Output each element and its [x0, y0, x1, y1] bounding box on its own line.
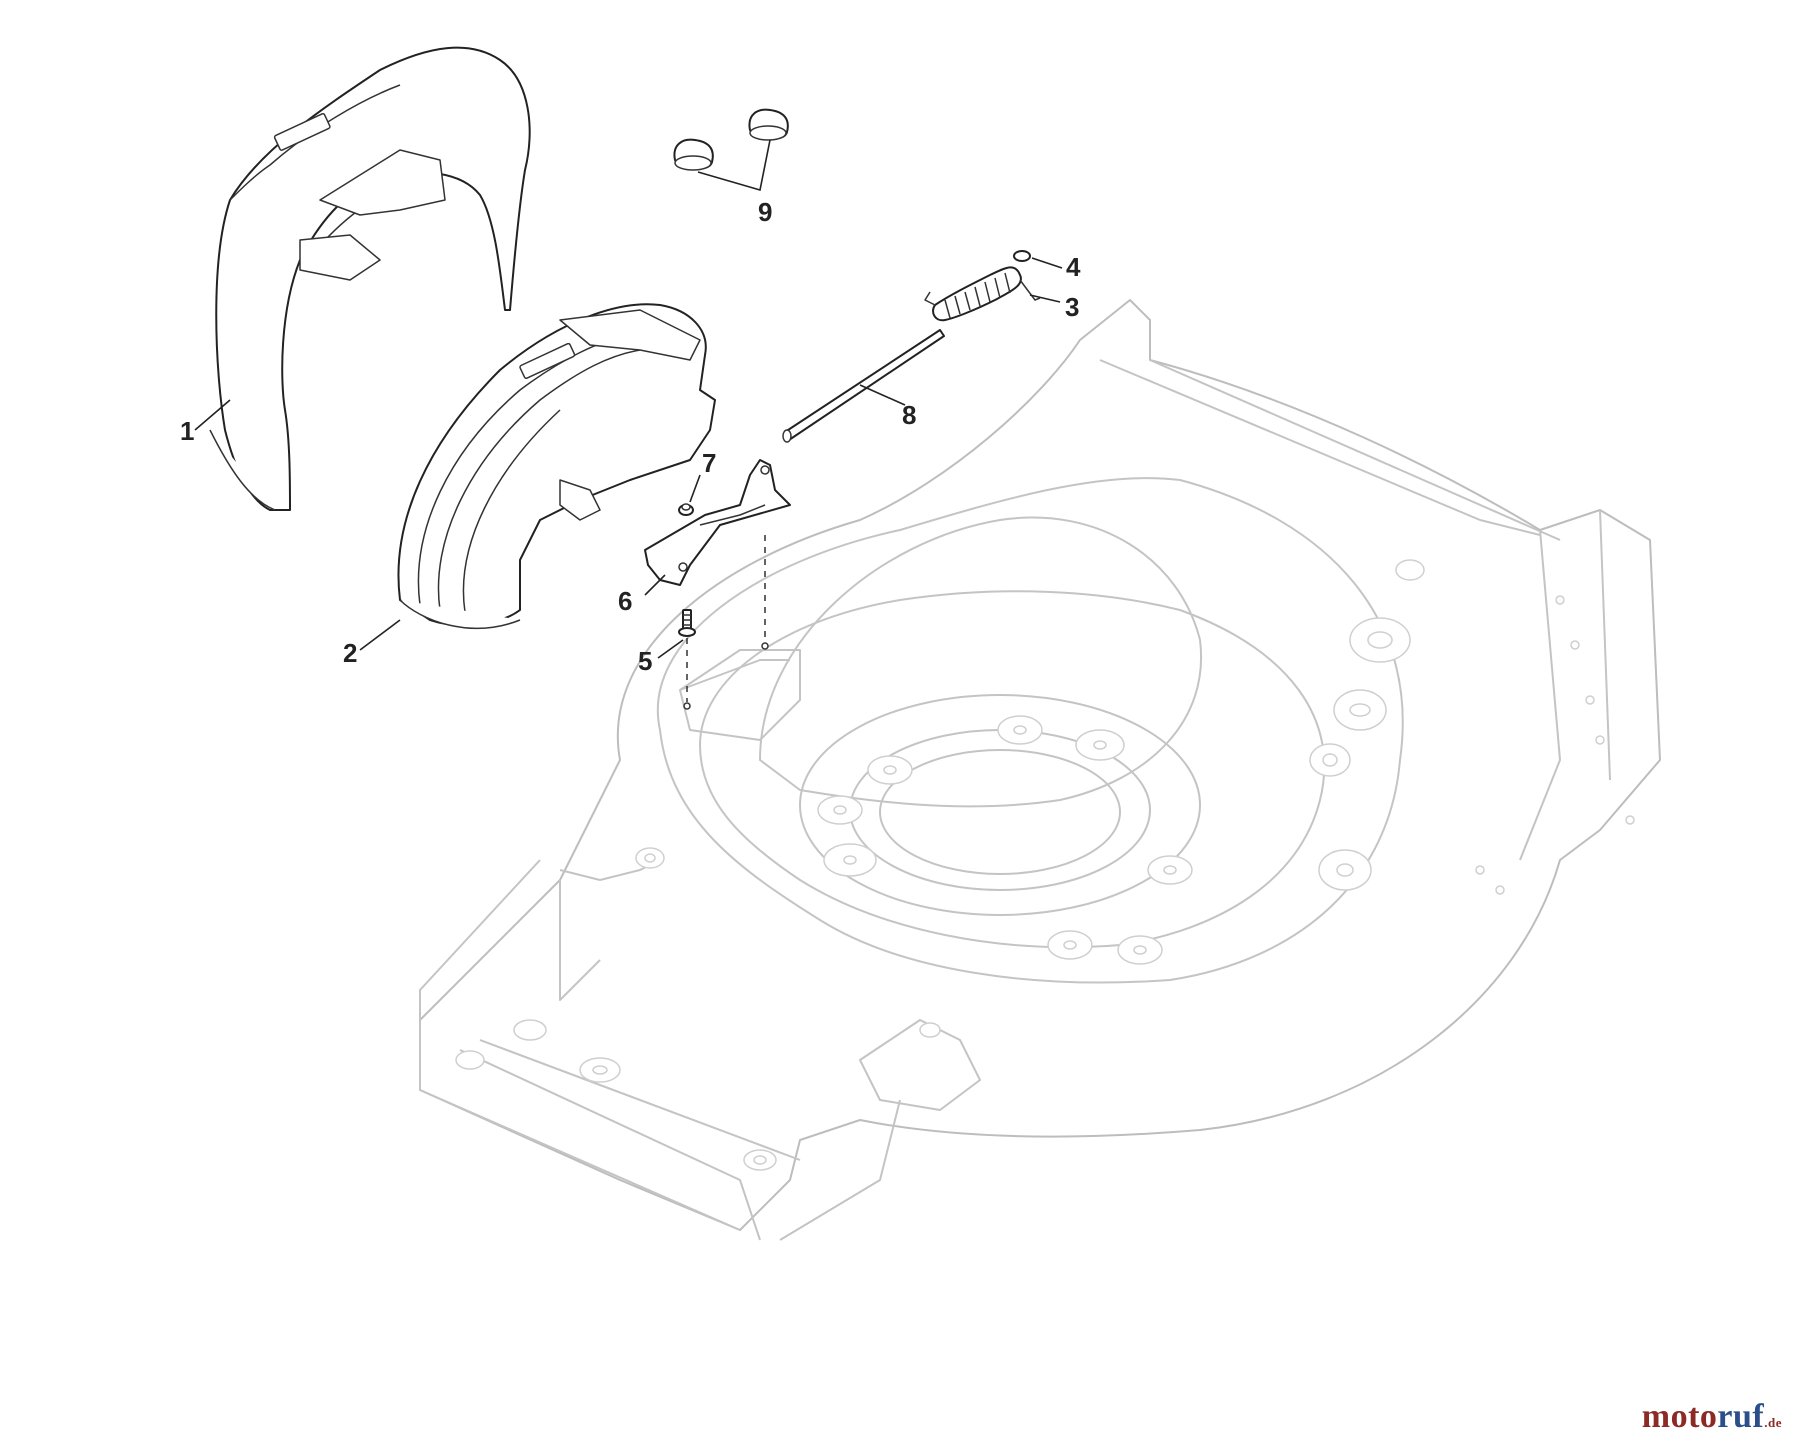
- watermark-tld: .de: [1764, 1415, 1782, 1430]
- label-3: 3: [1065, 292, 1079, 322]
- leader-lines: [194, 139, 1063, 659]
- part-2-rear-flap: [397, 303, 716, 629]
- part-labels: 1 2 3 4 5 6 7 8 9: [180, 197, 1081, 676]
- label-6: 6: [618, 586, 632, 616]
- label-9: 9: [758, 197, 772, 227]
- watermark-left: moto: [1641, 1398, 1718, 1435]
- mower-deck: [419, 299, 1661, 1241]
- part-3-spring: [924, 266, 1041, 322]
- label-5: 5: [638, 646, 652, 676]
- part-8-rod: [782, 329, 945, 443]
- watermark-logo: motoruf.de: [1642, 1398, 1782, 1436]
- part-5-screw: [678, 609, 696, 637]
- watermark-right: ruf: [1717, 1398, 1765, 1435]
- label-7: 7: [702, 448, 716, 478]
- label-8: 8: [902, 400, 916, 430]
- label-2: 2: [343, 638, 357, 668]
- part-7-nut: [678, 503, 694, 516]
- part-9-caps: [673, 108, 789, 171]
- part-6-bracket: [644, 459, 791, 586]
- assembly-lines: [683, 535, 769, 710]
- label-1: 1: [180, 416, 194, 446]
- label-4: 4: [1066, 252, 1081, 282]
- part-1-upper-cover: [209, 46, 531, 511]
- part-4-washer: [1013, 250, 1031, 262]
